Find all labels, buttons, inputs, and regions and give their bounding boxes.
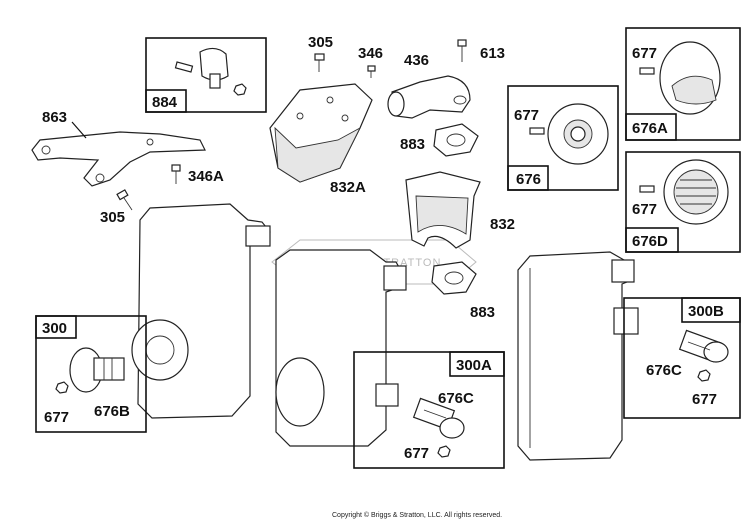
screw-613 <box>457 39 467 62</box>
gasket-883-upper <box>433 123 479 157</box>
label-613: 613 <box>480 45 505 62</box>
label-677-box676A: 677 <box>632 45 657 62</box>
label-300A: 300A <box>456 357 492 374</box>
screw-305-lower <box>116 189 133 211</box>
screw-305-upper <box>314 53 325 72</box>
clamp-884 <box>174 47 247 96</box>
exhaust-elbow-436 <box>387 75 471 119</box>
heat-shield-832 <box>405 171 481 249</box>
label-676: 676 <box>516 171 541 188</box>
spark-arrestor-676C-right <box>678 329 729 382</box>
label-884: 884 <box>152 94 178 111</box>
muffler-right <box>517 251 639 461</box>
label-676A: 676A <box>632 120 668 137</box>
callout-box-884 <box>145 37 267 113</box>
label-436: 436 <box>404 52 429 69</box>
label-676C-300B: 676C <box>646 362 682 379</box>
heat-shield-832A <box>269 83 373 183</box>
gasket-883-lower <box>431 261 477 295</box>
label-883-lower: 883 <box>470 304 495 321</box>
spark-arrestor-676C-center <box>412 397 465 458</box>
label-305-upper: 305 <box>308 34 333 51</box>
bracket-863 <box>31 131 206 187</box>
label-832A: 832A <box>330 179 366 196</box>
label-883-upper: 883 <box>400 136 425 153</box>
label-676B: 676B <box>94 403 130 420</box>
label-677-box300B: 677 <box>692 391 717 408</box>
callout-box-676A <box>625 27 741 141</box>
callout-box-300 <box>35 315 147 433</box>
label-677-box300: 677 <box>44 409 69 426</box>
label-305-lower: 305 <box>100 209 125 226</box>
muffler-center <box>275 249 407 447</box>
label-300B: 300B <box>688 303 724 320</box>
copyright-notice: Copyright © Briggs & Stratton, LLC. All … <box>332 511 502 519</box>
label-346: 346 <box>358 45 383 62</box>
callout-box-676 <box>507 85 619 191</box>
muffler-left <box>131 203 271 419</box>
label-863: 863 <box>42 109 67 126</box>
deflector-676A <box>639 41 721 115</box>
deflector-676 <box>529 103 609 165</box>
callout-box-676D <box>625 151 741 253</box>
label-346A: 346A <box>188 168 224 185</box>
label-676D: 676D <box>632 233 668 250</box>
label-677-box676: 677 <box>514 107 539 124</box>
spark-arrestor-676D <box>639 159 729 225</box>
label-832: 832 <box>490 216 515 233</box>
screw-346A <box>171 164 181 184</box>
label-677-box300A: 677 <box>404 445 429 462</box>
label-677-box676D: 677 <box>632 201 657 218</box>
screw-346 <box>367 65 376 78</box>
label-300: 300 <box>42 320 67 337</box>
label-676C-300A: 676C <box>438 390 474 407</box>
callout-box-300A <box>353 351 505 469</box>
deflector-676B <box>55 347 125 394</box>
